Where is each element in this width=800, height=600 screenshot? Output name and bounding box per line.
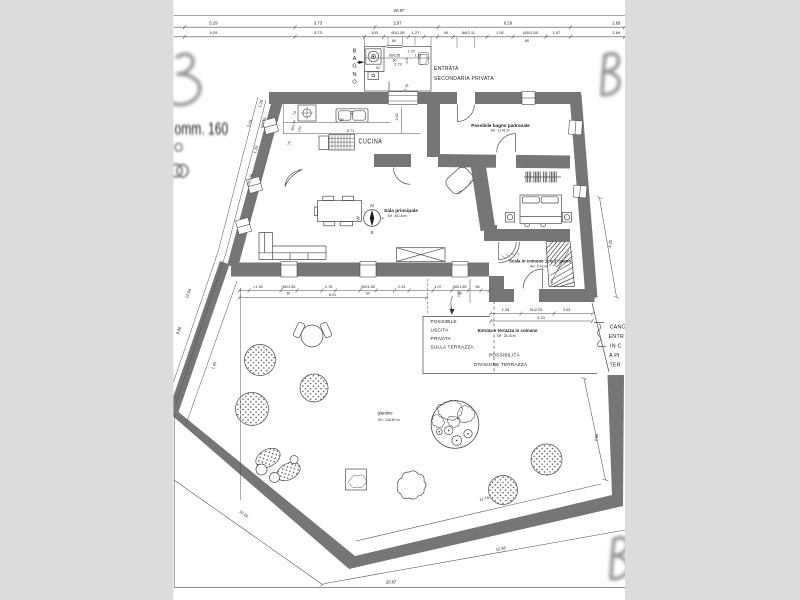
svg-text:60: 60: [458, 292, 462, 296]
svg-text:4.86: 4.86: [593, 433, 600, 442]
svg-text:(60/1.55: (60/1.55: [523, 30, 538, 35]
svg-text:60: 60: [287, 292, 291, 296]
svg-text:11.74: 11.74: [479, 495, 490, 502]
svg-text:G: G: [352, 64, 356, 70]
svg-text:SH : 11.41 m²: SH : 11.41 m²: [491, 129, 510, 133]
svg-text:5.71: 5.71: [347, 129, 354, 133]
svg-text:1.28: 1.28: [502, 308, 509, 312]
svg-text:O: O: [352, 80, 357, 86]
svg-text:72: 72: [293, 111, 297, 115]
svg-text:2.02: 2.02: [297, 126, 302, 133]
svg-text:70: 70: [287, 141, 292, 146]
svg-text:12.58: 12.58: [495, 545, 507, 552]
svg-text:POSSIBILE: POSSIBILE: [431, 319, 457, 324]
svg-text:1.20: 1.20: [415, 53, 422, 57]
svg-text:3.73: 3.73: [314, 20, 323, 25]
svg-text:SULLA TERRAZZA: SULLA TERRAZZA: [431, 345, 475, 350]
svg-text:DIVISIONE TERRAZZA: DIVISIONE TERRAZZA: [474, 362, 528, 367]
svg-text:SH : 25.10 m²: SH : 25.10 m²: [497, 334, 517, 338]
svg-text:100: 100: [371, 30, 378, 35]
svg-text:92: 92: [376, 66, 380, 70]
svg-text:IN C: IN C: [610, 344, 622, 350]
svg-text:1.26: 1.26: [257, 98, 264, 108]
svg-text:1.72: 1.72: [408, 49, 415, 53]
svg-text:3.73: 3.73: [314, 30, 323, 35]
svg-text:6.29: 6.29: [504, 20, 513, 25]
svg-text:2.62: 2.62: [395, 114, 399, 121]
svg-text:SH : 6.43 m²: SH : 6.43 m²: [530, 264, 548, 268]
svg-text:POSSIBILITÀ: POSSIBILITÀ: [489, 352, 521, 358]
svg-text:20.87: 20.87: [394, 8, 405, 13]
svg-text:(60/1.55: (60/1.55: [361, 285, 375, 289]
svg-text:94: 94: [444, 30, 449, 35]
svg-text:omm. 160: omm. 160: [175, 121, 229, 139]
svg-text:9.80: 9.80: [175, 325, 183, 335]
svg-text:W: W: [356, 216, 361, 221]
svg-text:60/1.55: 60/1.55: [391, 30, 405, 35]
svg-text:1.97: 1.97: [553, 30, 562, 35]
svg-text:TER: TER: [610, 363, 621, 369]
svg-text:1.07: 1.07: [434, 285, 441, 289]
svg-text:A PI: A PI: [609, 353, 620, 359]
svg-text:60: 60: [525, 39, 529, 43]
svg-text:1.01: 1.01: [405, 57, 409, 64]
svg-text:2.62: 2.62: [457, 290, 462, 297]
svg-text:5.29: 5.29: [209, 20, 218, 25]
svg-text:60: 60: [366, 292, 370, 296]
svg-text:Sala principale: Sala principale: [384, 208, 418, 214]
svg-text:60/1.55: 60/1.55: [389, 53, 400, 57]
svg-text:(60/1.55: (60/1.55: [453, 285, 467, 289]
svg-text:60: 60: [392, 39, 396, 43]
svg-text:2.69: 2.69: [612, 30, 621, 35]
svg-text:Possibile bagno padronale: Possibile bagno padronale: [471, 123, 530, 128]
svg-text:60/1.55: 60/1.55: [260, 117, 267, 129]
svg-text:ENTR: ENTR: [609, 334, 624, 340]
svg-text:91/2.03: 91/2.03: [530, 308, 543, 312]
svg-text:m: m: [382, 217, 385, 221]
svg-text:CUCINA: CUCINA: [359, 138, 383, 146]
svg-text:10.02: 10.02: [238, 509, 250, 519]
svg-text:8.01: 8.01: [329, 293, 336, 297]
svg-text:B: B: [353, 49, 357, 55]
svg-text:1.92: 1.92: [496, 30, 505, 35]
svg-text:2.76: 2.76: [325, 285, 332, 289]
svg-text:7.43: 7.43: [211, 361, 218, 371]
svg-text:2.97: 2.97: [393, 20, 402, 25]
svg-text:(60/1.55: (60/1.55: [246, 173, 253, 186]
svg-text:PRIVATA: PRIVATA: [431, 336, 452, 341]
svg-text:20.87: 20.87: [386, 580, 397, 585]
svg-text:86/2.11: 86/2.11: [462, 30, 476, 35]
svg-text:SH : 46.16 m²: SH : 46.16 m²: [388, 214, 408, 218]
svg-text:3.16: 3.16: [246, 118, 253, 128]
svg-text:Entrata e terrazza in comune: Entrata e terrazza in comune: [478, 328, 538, 333]
svg-text:4.25: 4.25: [607, 239, 613, 248]
svg-text:2.03: 2.03: [563, 308, 570, 312]
svg-text:CANC: CANC: [610, 325, 626, 331]
svg-text:1.79: 1.79: [403, 84, 410, 92]
svg-text:N: N: [352, 72, 356, 78]
svg-text:S: S: [370, 230, 373, 235]
svg-text:30: 30: [339, 118, 343, 122]
svg-text:ENTRATA: ENTRATA: [434, 66, 459, 72]
svg-text:2.69: 2.69: [612, 20, 621, 25]
svg-text:2.13: 2.13: [398, 285, 405, 289]
svg-text:A: A: [353, 56, 357, 62]
svg-text:12.50: 12.50: [184, 287, 193, 299]
svg-text:Scala in comune 1° e 2° piano: Scala in comune 1° e 2° piano: [509, 259, 571, 264]
svg-text:>1.92: >1.92: [253, 285, 263, 289]
svg-text:giardino: giardino: [378, 411, 394, 416]
svg-text:1.29: 1.29: [252, 144, 259, 154]
svg-text:SECONDARIA PRIVATA: SECONDARIA PRIVATA: [434, 76, 494, 82]
svg-text:1.27: 1.27: [412, 30, 421, 35]
svg-text:60: 60: [393, 58, 397, 62]
svg-text:USCITA: USCITA: [431, 328, 450, 333]
svg-text:2.73: 2.73: [394, 63, 401, 67]
svg-text:60/1.55: 60/1.55: [290, 119, 296, 130]
svg-text:N: N: [370, 203, 373, 208]
svg-text:(60/1.55: (60/1.55: [282, 285, 296, 289]
svg-text:5.29: 5.29: [210, 30, 219, 35]
svg-text:96: 96: [475, 285, 479, 289]
svg-text:4.23: 4.23: [537, 316, 544, 320]
svg-text:SH : 143.60 m²: SH : 143.60 m²: [378, 418, 401, 422]
